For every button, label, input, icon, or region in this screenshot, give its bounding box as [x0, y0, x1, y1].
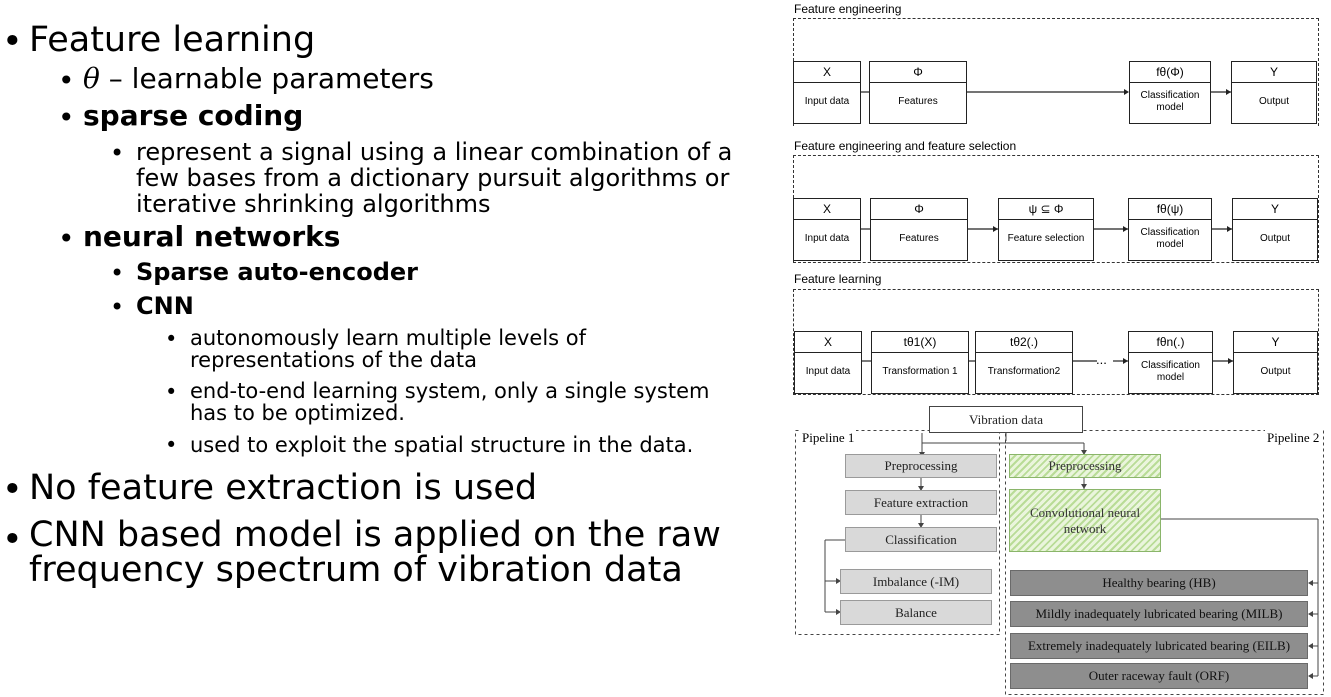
box-label: Features: [898, 95, 938, 107]
fs-features-box: Φ Features: [870, 198, 968, 261]
box-symbol: fθ(Φ): [1130, 62, 1210, 83]
box-label: Classification model: [1140, 89, 1200, 113]
box-symbol: X: [795, 332, 861, 353]
box-symbol: tθ2(.): [976, 332, 1072, 353]
text-line: has to be optimized.: [190, 401, 405, 425]
box-symbol: fθn(.): [1129, 332, 1212, 353]
fs-input-box: X Input data: [793, 198, 861, 261]
box-label: Output: [1258, 95, 1290, 107]
bullet: •: [2, 22, 23, 62]
box-symbol: Φ: [871, 199, 967, 220]
fs-output-box: Y Output: [1232, 198, 1318, 261]
box-symbol: ψ ⊆ Φ: [999, 199, 1093, 220]
box-label: Output: [1260, 365, 1291, 377]
ellipsis: ...: [1096, 352, 1107, 367]
dashed-frame: [793, 289, 1319, 395]
cnn-raw-spectrum: CNN based model is applied on the raw fr…: [29, 518, 721, 588]
box-symbol: Φ: [870, 62, 966, 83]
theta-symbol: θ: [83, 62, 100, 95]
bullet: •: [2, 470, 23, 510]
diagram-title: Feature engineering and feature selectio…: [794, 139, 1017, 153]
pipeline-1-label: Pipeline 1: [800, 430, 857, 446]
sparse-auto-encoder: Sparse auto-encoder: [136, 258, 418, 286]
text-line: CNN based model is applied on the raw: [29, 515, 721, 555]
sparse-coding-heading: sparse coding: [83, 99, 304, 132]
vibration-data-box: Vibration data: [929, 406, 1083, 433]
bullet: •: [165, 433, 178, 457]
box-label: Input data: [805, 365, 851, 377]
p1-feature-extraction-box: Feature extraction: [845, 490, 997, 515]
eilb-box: Extremely inadequately lubricated bearin…: [1010, 633, 1308, 659]
bullet: •: [110, 259, 125, 287]
fl-classification-box: fθn(.) Classification model: [1128, 331, 1213, 394]
sparse-coding-desc: represent a signal using a linear combin…: [136, 139, 732, 217]
bullet: •: [58, 64, 75, 97]
bullet: •: [110, 139, 125, 167]
theta-text: – learnable parameters: [99, 62, 434, 95]
box-symbol: Y: [1234, 332, 1317, 353]
theta-line: θ – learnable parameters: [83, 62, 434, 95]
box-label: Input data: [804, 95, 850, 107]
box-label: Transformation 1: [882, 365, 958, 377]
box-label: Feature selection: [1007, 232, 1085, 244]
box-symbol: Y: [1232, 62, 1316, 83]
text-line: autonomously learn multiple levels of: [190, 326, 587, 350]
box-label: Classification model: [1140, 226, 1200, 250]
box-label: Features: [899, 232, 939, 244]
fl-transformation1-box: tθ1(X) Transformation 1: [871, 331, 969, 394]
fl-transformation2-box: tθ2(.) Transformation2: [975, 331, 1073, 394]
orf-box: Outer raceway fault (ORF): [1010, 663, 1308, 689]
imbalance-box: Imbalance (-IM): [840, 569, 992, 594]
fs-classification-box: fθ(ψ) Classification model: [1128, 198, 1212, 261]
text-line: represent a signal using a linear combin…: [136, 138, 733, 166]
cnn-point-3: used to exploit the spatial structure in…: [190, 433, 694, 457]
fe-classification-box: fθ(Φ) Classification model: [1129, 61, 1211, 124]
box-label: Output: [1259, 232, 1291, 244]
box-label: Classification model: [1141, 359, 1200, 383]
box-label: Transformation2: [987, 365, 1061, 377]
bullet: •: [110, 293, 125, 321]
text-line: iterative shrinking algorithms: [136, 190, 491, 218]
fe-input-box: X Input data: [793, 61, 861, 124]
text-line: end-to-end learning system, only a singl…: [190, 379, 710, 403]
cnn-point-2: end-to-end learning system, only a singl…: [190, 380, 709, 424]
box-symbol: X: [794, 62, 860, 83]
fl-input-box: X Input data: [794, 331, 862, 394]
p1-classification-box: Classification: [845, 527, 997, 552]
fs-selection-box: ψ ⊆ Φ Feature selection: [998, 198, 1094, 261]
no-feature-extraction: No feature extraction is used: [29, 468, 538, 508]
heading-feature-learning: Feature learning: [29, 20, 316, 60]
bullet: •: [2, 520, 23, 560]
p1-preprocessing-box: Preprocessing: [845, 454, 997, 478]
fe-features-box: Φ Features: [869, 61, 967, 124]
balance-box: Balance: [840, 600, 992, 625]
box-symbol: fθ(ψ): [1129, 199, 1211, 220]
bullet: •: [165, 380, 178, 404]
diagram-title: Feature learning: [794, 272, 882, 286]
diagram-title: Feature engineering: [794, 2, 902, 16]
box-symbol: X: [794, 199, 860, 220]
bullet: •: [58, 101, 75, 134]
cnn-heading: CNN: [136, 292, 194, 320]
cnn-box: Convolutional neural network: [1009, 489, 1161, 552]
bullet: •: [165, 327, 178, 351]
milb-box: Mildly inadequately lubricated bearing (…: [1010, 601, 1308, 627]
text-line: frequency spectrum of vibration data: [29, 550, 683, 590]
pipeline-2-label: Pipeline 2: [1265, 430, 1322, 446]
cnn-point-1: autonomously learn multiple levels of re…: [190, 327, 586, 371]
fe-output-box: Y Output: [1231, 61, 1317, 124]
box-symbol: Y: [1233, 199, 1317, 220]
box-label: Input data: [804, 232, 850, 244]
healthy-bearing-box: Healthy bearing (HB): [1010, 570, 1308, 596]
text-line: few bases from a dictionary pursuit algo…: [136, 164, 730, 192]
fl-output-box: Y Output: [1233, 331, 1318, 394]
neural-networks-heading: neural networks: [83, 220, 341, 253]
text-line: representations of the data: [190, 348, 477, 372]
p2-preprocessing-box: Preprocessing: [1009, 454, 1161, 478]
bullet: •: [58, 222, 75, 255]
box-symbol: tθ1(X): [872, 332, 968, 353]
